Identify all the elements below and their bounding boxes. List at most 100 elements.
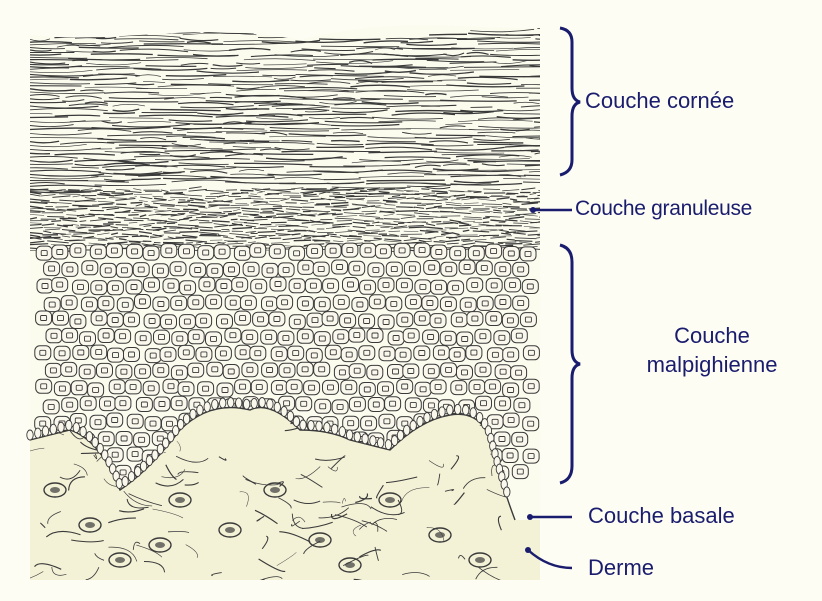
corneum-stroke bbox=[429, 34, 467, 35]
granulosum-stroke bbox=[402, 194, 408, 195]
spinous-cell bbox=[341, 380, 357, 394]
corneum-stroke bbox=[110, 32, 171, 33]
spinous-cell bbox=[143, 381, 159, 395]
spinous-cell bbox=[502, 449, 518, 463]
spinous-cell bbox=[207, 362, 223, 376]
granulosum-stroke bbox=[459, 225, 471, 226]
granulosum-stroke bbox=[314, 241, 324, 242]
spinous-cell bbox=[71, 381, 87, 395]
spinous-cell bbox=[45, 363, 61, 377]
basal-cell bbox=[447, 405, 453, 415]
spinous-cell bbox=[127, 447, 143, 461]
fibroblast-nucleus bbox=[85, 522, 95, 528]
spinous-cell bbox=[495, 396, 511, 410]
spinous-cell bbox=[124, 313, 140, 327]
spinous-cell bbox=[196, 314, 212, 328]
granulosum-stroke bbox=[426, 204, 433, 205]
corneum-stroke bbox=[173, 27, 236, 29]
spinous-cell bbox=[279, 363, 295, 377]
spinous-cell bbox=[242, 363, 258, 377]
granulosum-stroke bbox=[128, 215, 138, 216]
spinous-cell bbox=[145, 417, 161, 431]
basal-cell bbox=[190, 409, 196, 419]
basal-cell bbox=[410, 421, 416, 431]
spinous-cell bbox=[457, 365, 473, 379]
spinous-cell bbox=[503, 348, 519, 362]
spinous-cell bbox=[494, 432, 510, 446]
spinous-cell bbox=[235, 311, 251, 325]
basal-cell bbox=[220, 398, 226, 408]
spinous-cell bbox=[375, 244, 391, 258]
spinous-cell bbox=[505, 278, 521, 292]
spinous-cell bbox=[278, 263, 294, 277]
spinous-cell bbox=[270, 277, 286, 291]
spinous-cell bbox=[178, 345, 194, 359]
basal-cell bbox=[243, 399, 249, 409]
granulosum-stroke bbox=[396, 207, 413, 208]
granulosum-stroke bbox=[200, 230, 221, 231]
spinous-cell bbox=[135, 295, 151, 309]
spinous-cell bbox=[405, 295, 421, 309]
corneum-stroke bbox=[534, 121, 592, 123]
granulosum-stroke bbox=[116, 236, 128, 237]
spinous-cell bbox=[433, 346, 449, 360]
spinous-cell bbox=[135, 364, 151, 378]
spinous-cell bbox=[305, 279, 321, 293]
spinous-cell bbox=[514, 398, 530, 412]
spinous-cell bbox=[171, 396, 187, 410]
spinous-cell bbox=[97, 363, 113, 377]
basal-cell bbox=[50, 424, 56, 434]
spinous-cell bbox=[163, 279, 179, 293]
spinous-cell bbox=[206, 332, 222, 346]
corneum-stroke bbox=[282, 151, 354, 152]
spinous-cell bbox=[440, 331, 456, 345]
spinous-cell bbox=[269, 244, 285, 258]
spinous-cell bbox=[98, 329, 114, 343]
spinous-cell bbox=[333, 295, 349, 309]
granulosum-stroke bbox=[240, 190, 253, 191]
spinous-cell bbox=[306, 348, 322, 362]
spinous-cell bbox=[360, 280, 376, 294]
corneum-stroke bbox=[464, 67, 543, 68]
granulosum-stroke bbox=[78, 206, 99, 207]
basal-cell bbox=[332, 424, 338, 434]
spinous-cell bbox=[513, 296, 529, 310]
granulosum-stroke bbox=[47, 217, 64, 218]
spinous-cell bbox=[154, 330, 170, 344]
spinous-cell bbox=[449, 348, 465, 362]
corneum-stroke bbox=[539, 138, 587, 140]
spinous-cell bbox=[37, 279, 53, 293]
spinous-cell bbox=[441, 363, 457, 377]
granulosum-stroke bbox=[278, 226, 297, 227]
spinous-cell bbox=[495, 295, 511, 309]
spinous-cell bbox=[217, 314, 233, 328]
granulosum-stroke bbox=[500, 245, 513, 246]
spinous-cell bbox=[278, 331, 294, 345]
spinous-cell bbox=[340, 314, 356, 328]
spinous-cell bbox=[225, 328, 241, 342]
brace-couche-malpighienne bbox=[560, 245, 580, 483]
spinous-cell bbox=[457, 332, 473, 346]
spinous-cell bbox=[512, 465, 528, 479]
spinous-cell bbox=[334, 365, 350, 379]
spinous-cell bbox=[106, 244, 122, 258]
corneum-stroke bbox=[531, 151, 593, 152]
spinous-cell bbox=[179, 315, 195, 329]
spinous-cell bbox=[253, 312, 269, 326]
spinous-cell bbox=[61, 362, 77, 376]
spinous-cell bbox=[503, 247, 519, 261]
corneum-stroke bbox=[153, 32, 201, 34]
spinous-cell bbox=[163, 379, 179, 393]
spinous-cell bbox=[405, 398, 421, 412]
spinous-cell bbox=[441, 262, 457, 276]
spinous-cell bbox=[423, 364, 439, 378]
spinous-cell bbox=[314, 297, 330, 311]
spinous-cell bbox=[125, 380, 141, 394]
spinous-cell bbox=[414, 311, 430, 325]
granulosum-stroke bbox=[382, 236, 399, 237]
spinous-cell bbox=[271, 347, 287, 361]
basal-cell bbox=[455, 404, 461, 414]
corneum-stroke bbox=[535, 39, 604, 41]
spinous-cell bbox=[288, 346, 304, 360]
spinous-cell bbox=[36, 311, 52, 325]
